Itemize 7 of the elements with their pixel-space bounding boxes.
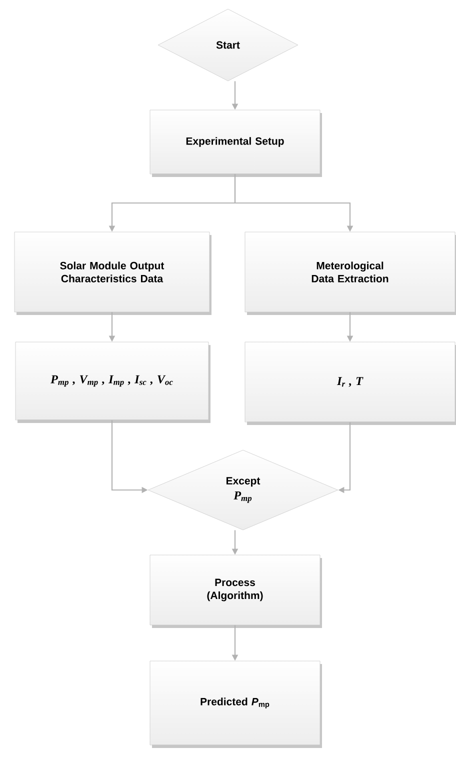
- process-box: I$_{r}$ , T: [244, 342, 456, 425]
- process-box: Experimental Setup: [150, 110, 322, 177]
- process-box: Predicted P$_{mp}$: [150, 660, 322, 748]
- process-box: P$_{mp}$ , V$_{mp}$ , I$_{mp}$ , I$_{sc}$ , V$_{oc}$: [15, 342, 210, 423]
- process-box: Meterological Data Extraction: [244, 232, 456, 315]
- process-box: Solar Module Output Characteristics Data: [14, 232, 212, 315]
- process-box: Process (Algorithm): [150, 554, 322, 628]
